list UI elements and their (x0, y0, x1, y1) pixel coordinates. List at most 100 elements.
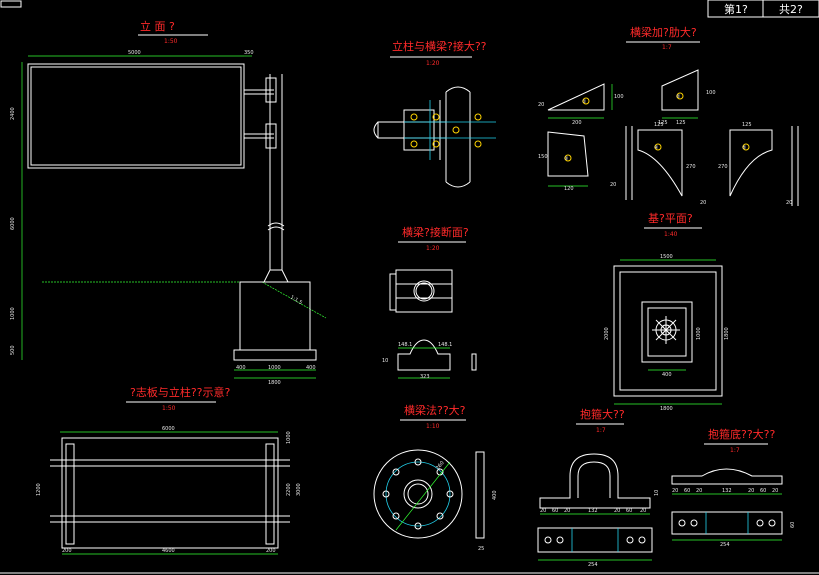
sign-column-panel (61, 437, 279, 549)
elev-bot-2: 1000 (268, 365, 281, 371)
flange-plate (373, 449, 463, 539)
stiff-d-t: 20 (700, 200, 706, 206)
sheet-total: 共2? (779, 3, 803, 16)
flange-r: 260 (435, 460, 446, 471)
sc-right-1: 1000 (286, 431, 292, 444)
hoop-title: 抱箍大?? (580, 407, 625, 421)
sc-bot-1: 200 (62, 548, 72, 554)
foundation-block (239, 281, 311, 351)
hoop-t1: 20 (540, 508, 546, 514)
part-marks: ① ② ③ ④ ⑤ (564, 94, 746, 162)
stiff-c-t: 20 (610, 182, 616, 188)
bs-side: 10 (382, 358, 388, 364)
hb-t2: 60 (684, 488, 690, 494)
hoop-base-scale: 1:7 (730, 447, 740, 454)
stiff-e-w: 125 (742, 122, 752, 128)
sign-panel (27, 63, 245, 169)
stiff-a-t: 20 (538, 102, 544, 108)
sheet-number: 第1? (724, 2, 748, 16)
sc-top: 6000 (162, 426, 175, 432)
hb-t7: 20 (772, 488, 778, 494)
hoop-t5: 20 (614, 508, 620, 514)
elev-bot-total: 1800 (268, 380, 281, 386)
stiff-d-h: 270 (686, 164, 696, 170)
hoop-bot: 254 (588, 562, 598, 568)
sc-right-3: 3000 (296, 483, 302, 496)
elev-dim-left-4: 500 (10, 345, 16, 355)
hb-t1: 20 (672, 488, 678, 494)
foundation-scale: 1:40 (664, 231, 678, 238)
mark-1: ① (582, 99, 587, 105)
stiff-e-h: 270 (718, 164, 728, 170)
mark-3: ③ (564, 156, 568, 162)
elev-dim-left-2: 6000 (10, 217, 16, 230)
stiffener-scale: 1:7 (662, 44, 672, 51)
stiffener-view: 横梁加?肋大? 1:7 200 100 20 125 125 100 120 1… (538, 25, 799, 206)
hoop-t2: 60 (552, 508, 558, 514)
hoop-t7: 20 (640, 508, 646, 514)
hoop-t6: 60 (626, 508, 632, 514)
stiff-a-w: 200 (572, 120, 582, 126)
column-beam-scale: 1:20 (426, 60, 440, 67)
hb-t3: 20 (696, 488, 702, 494)
elev-dim-left-1: 2400 (10, 107, 16, 120)
beam-section-view: 横梁?接断面? 1:20 148.1 148.1 323 10 (382, 225, 477, 380)
fnd-right2: 1800 (724, 327, 730, 340)
mark-5: ⑤ (742, 145, 746, 151)
stiff-c-w: 120 (564, 186, 574, 192)
hoop-base-view: 抱箍底??大?? 1:7 20 60 20 132 20 60 20 60 25… (671, 427, 796, 548)
fnd-bot: 1800 (660, 406, 673, 412)
mark-2: ② (676, 94, 681, 100)
hoop-r: 10 (654, 490, 660, 496)
foundation-outer (613, 265, 723, 397)
flange-t: 25 (478, 546, 484, 552)
bs-bot: 323 (420, 374, 430, 380)
sign-column-scale: 1:50 (162, 405, 176, 412)
hoop-scale: 1:7 (596, 427, 606, 434)
fnd-left: 2000 (604, 327, 610, 340)
sc-bot-2: 4600 (162, 548, 175, 554)
flange-scale: 1:10 (426, 423, 440, 430)
beam-section-title: 横梁?接断面? (402, 225, 469, 239)
elev-bot-3: 400 (306, 365, 316, 371)
sc-left: 1200 (36, 483, 42, 496)
column-beam-title: 立柱与横梁?接大?? (392, 39, 487, 53)
sign-column-title: ?志板与立柱??示意? (130, 385, 231, 399)
hb-bot: 254 (720, 542, 730, 548)
stiff-c-h: 150 (538, 154, 548, 160)
elevation-view: 立 面 ? 1:50 5000 350 2400 6000 1000 500 1… (10, 19, 327, 386)
foundation-view: 基?平面? 1:40 1500 2000 1000 1800 400 1800 (604, 212, 730, 412)
hb-t4: 132 (722, 488, 732, 494)
hb-r: 60 (790, 522, 796, 528)
flange-side: 400 (492, 490, 498, 500)
flange-view: 横梁法??大? 1:10 260 400 25 (373, 403, 498, 552)
hb-t5: 20 (748, 488, 754, 494)
fnd-top: 1500 (660, 254, 673, 260)
elevation-scale: 1:50 (164, 38, 178, 45)
elev-dim-top-r: 350 (244, 50, 254, 56)
sc-right-2: 2200 (286, 483, 292, 496)
hoop-base-shape (671, 468, 783, 485)
fnd-right: 1000 (696, 327, 702, 340)
hoop-t4: 132 (588, 508, 598, 514)
hoop-shape (539, 453, 651, 509)
stiff-b-2: 125 (676, 120, 686, 126)
column-beam-view: 立柱与横梁?接大?? 1:20 (373, 39, 496, 188)
bs-top-2: 148.1 (438, 342, 452, 348)
stiff-d-w: 125 (654, 122, 664, 128)
elevation-title: 立 面 ? (140, 19, 175, 33)
foundation-title: 基?平面? (648, 212, 693, 225)
stiff-a-h: 100 (614, 94, 624, 100)
stiff-b-1: 125 (658, 120, 668, 126)
fnd-inner: 400 (662, 372, 672, 378)
sc-bot-3: 200 (266, 548, 276, 554)
hoop-view: 抱箍大?? 1:7 20 60 20 132 20 60 20 10 254 (537, 407, 660, 568)
stiffener-title: 横梁加?肋大? (630, 25, 697, 39)
stiff-b-h: 100 (706, 90, 716, 96)
elev-bot-1: 400 (236, 365, 246, 371)
hoop-base-title: 抱箍底??大?? (708, 427, 776, 441)
corner-mark (0, 0, 22, 8)
bs-top-1: 148.1 (398, 342, 412, 348)
elev-dim-top: 5000 (128, 50, 141, 56)
